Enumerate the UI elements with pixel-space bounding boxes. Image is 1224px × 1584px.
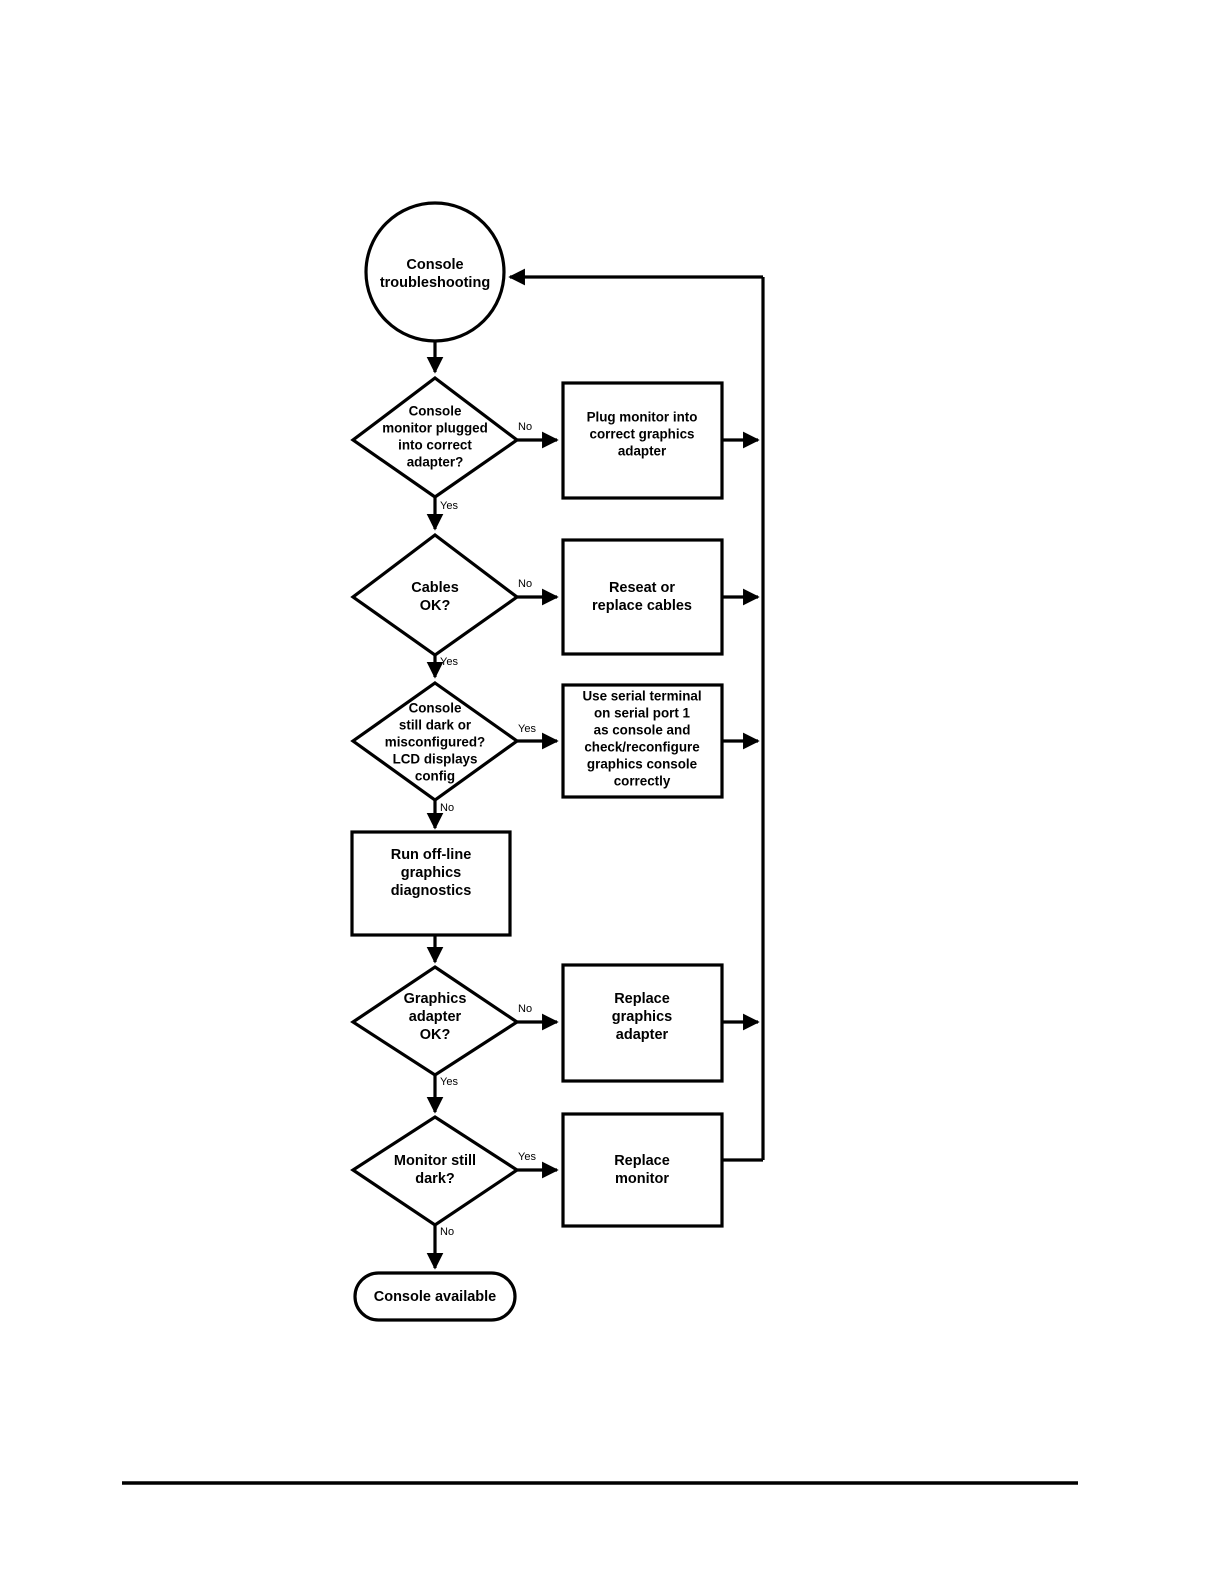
node-a4-line-2: graphics: [401, 865, 461, 881]
node-end-label: Console available: [374, 1289, 497, 1305]
edge-label-d1-no: No: [518, 421, 532, 433]
node-a3-line-4: check/reconfigure: [584, 740, 699, 755]
node-d5-line-2: dark?: [415, 1171, 455, 1187]
node-d1-line-1: Console: [409, 404, 462, 419]
node-start-line-2: troubleshooting: [380, 275, 490, 291]
node-d3-line-3: misconfigured?: [385, 735, 485, 750]
node-d2-line-1: Cables: [411, 580, 459, 596]
edge-label-d2-yes: Yes: [440, 656, 458, 668]
node-d4-line-3: OK?: [420, 1027, 451, 1043]
node-start-console-troubleshooting[interactable]: [364, 201, 506, 343]
node-start-line-1: Console: [406, 257, 463, 273]
node-a4-line-3: diagnostics: [391, 883, 472, 899]
node-decision-monitor-still-dark[interactable]: [350, 1115, 520, 1227]
node-action-plug-monitor[interactable]: [561, 381, 724, 500]
node-decision-cables-ok[interactable]: [350, 532, 520, 657]
node-d1-line-2: monitor plugged: [382, 421, 488, 436]
node-a4-line-1: Run off-line: [391, 847, 472, 863]
node-decision-graphics-adapter-ok[interactable]: [350, 965, 520, 1077]
node-a2-line-1: Reseat or: [609, 580, 675, 596]
node-d3-line-4: LCD displays: [393, 752, 478, 767]
edge-label-d4-yes: Yes: [440, 1076, 458, 1088]
node-a3-line-5: graphics console: [587, 757, 697, 772]
node-a1-line-2: correct graphics: [590, 427, 695, 442]
node-d3-line-1: Console: [409, 701, 462, 716]
node-decision-console-still-dark[interactable]: [350, 681, 520, 802]
node-decision-console-monitor-plugged[interactable]: [350, 375, 520, 499]
node-d5-line-1: Monitor still: [394, 1153, 476, 1169]
edge-label-d1-yes: Yes: [440, 500, 458, 512]
node-a5-line-2: graphics: [612, 1009, 672, 1025]
edge-label-d3-no: No: [440, 802, 454, 814]
edge-label-d5-yes: Yes: [518, 1151, 536, 1163]
node-d4-line-1: Graphics: [404, 991, 467, 1007]
edge-label-d3-yes: Yes: [518, 723, 536, 735]
edge-label-d4-no: No: [518, 1003, 532, 1015]
node-action-replace-monitor[interactable]: [561, 1112, 724, 1228]
node-a3-line-3: as console and: [594, 723, 691, 738]
node-action-replace-graphics-adapter[interactable]: [561, 963, 724, 1083]
node-action-use-serial-terminal[interactable]: [561, 683, 724, 799]
node-d2-line-2: OK?: [420, 598, 451, 614]
node-d4-line-2: adapter: [409, 1009, 462, 1025]
node-a3-line-2: on serial port 1: [594, 706, 691, 721]
node-d1-line-3: into correct: [398, 438, 472, 453]
node-a1-line-1: Plug monitor into: [587, 410, 698, 425]
node-a5-line-3: adapter: [616, 1027, 669, 1043]
node-action-reseat-replace-cables[interactable]: [561, 538, 724, 656]
node-d3-line-5: config: [415, 769, 455, 784]
node-action-run-offline-graphics-diagnostics[interactable]: [350, 830, 512, 937]
node-a6-line-2: monitor: [615, 1171, 669, 1187]
node-a6-line-1: Replace: [614, 1153, 670, 1169]
node-d3-line-2: still dark or: [399, 718, 472, 733]
edge-label-d2-no: No: [518, 578, 532, 590]
edge-label-d5-no: No: [440, 1226, 454, 1238]
node-d1-line-4: adapter?: [407, 455, 464, 470]
node-a3-line-6: correctly: [614, 774, 671, 789]
node-a5-line-1: Replace: [614, 991, 670, 1007]
node-a3-line-1: Use serial terminal: [582, 689, 701, 704]
node-a1-line-3: adapter: [618, 444, 667, 459]
node-end-console-available[interactable]: [353, 1271, 517, 1322]
node-a2-line-2: replace cables: [592, 598, 692, 614]
